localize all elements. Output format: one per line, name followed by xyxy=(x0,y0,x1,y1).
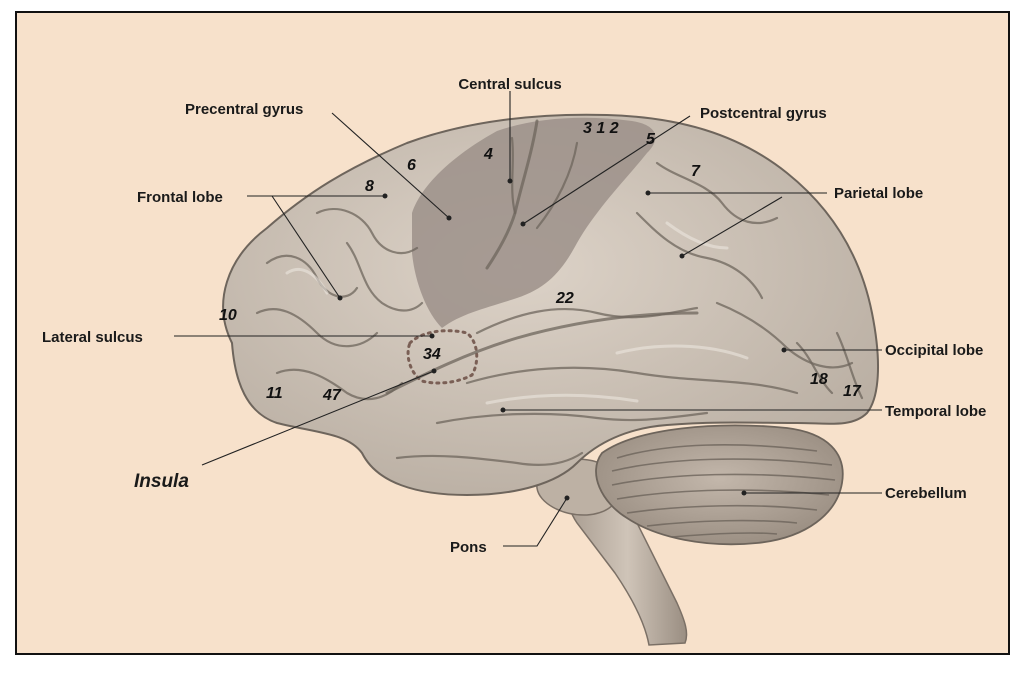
label-insula: Insula xyxy=(134,471,189,492)
brain-diagram: Central sulcus Precentral gyrus Postcent… xyxy=(17,13,1008,653)
label-temporal-lobe: Temporal lobe xyxy=(885,403,986,420)
label-cerebellum: Cerebellum xyxy=(885,485,967,502)
area-17: 17 xyxy=(843,383,862,400)
cerebellum-folia xyxy=(611,444,836,538)
area-8: 8 xyxy=(365,178,374,195)
label-pons: Pons xyxy=(450,539,487,556)
label-parietal-lobe: Parietal lobe xyxy=(834,185,923,202)
area-18: 18 xyxy=(810,371,828,388)
area-7: 7 xyxy=(691,163,701,180)
label-postcentral-gyrus: Postcentral gyrus xyxy=(700,105,827,122)
area-22: 22 xyxy=(555,290,574,307)
cerebellum xyxy=(595,424,844,546)
diagram-frame: Central sulcus Precentral gyrus Postcent… xyxy=(15,11,1010,655)
area-10: 10 xyxy=(219,307,237,324)
insula-region xyxy=(406,329,479,385)
area-5: 5 xyxy=(646,131,656,148)
label-lateral-sulcus: Lateral sulcus xyxy=(42,329,143,346)
label-frontal-lobe: Frontal lobe xyxy=(137,189,223,206)
leaders xyxy=(174,91,882,547)
label-occipital-lobe: Occipital lobe xyxy=(885,342,983,359)
label-precentral-gyrus: Precentral gyrus xyxy=(185,101,303,118)
cerebrum xyxy=(222,113,879,497)
label-central-sulcus: Central sulcus xyxy=(458,76,561,93)
central-sulcus-line xyxy=(485,119,539,270)
area-4: 4 xyxy=(483,146,493,163)
area-6: 6 xyxy=(407,157,416,174)
gyri-texture xyxy=(255,136,864,467)
area-3-1-2: 3 1 2 xyxy=(583,120,619,137)
area-47: 47 xyxy=(322,387,342,404)
area-34: 34 xyxy=(423,346,441,363)
area-11: 11 xyxy=(266,385,283,402)
motor-sensory-strip xyxy=(412,117,656,328)
